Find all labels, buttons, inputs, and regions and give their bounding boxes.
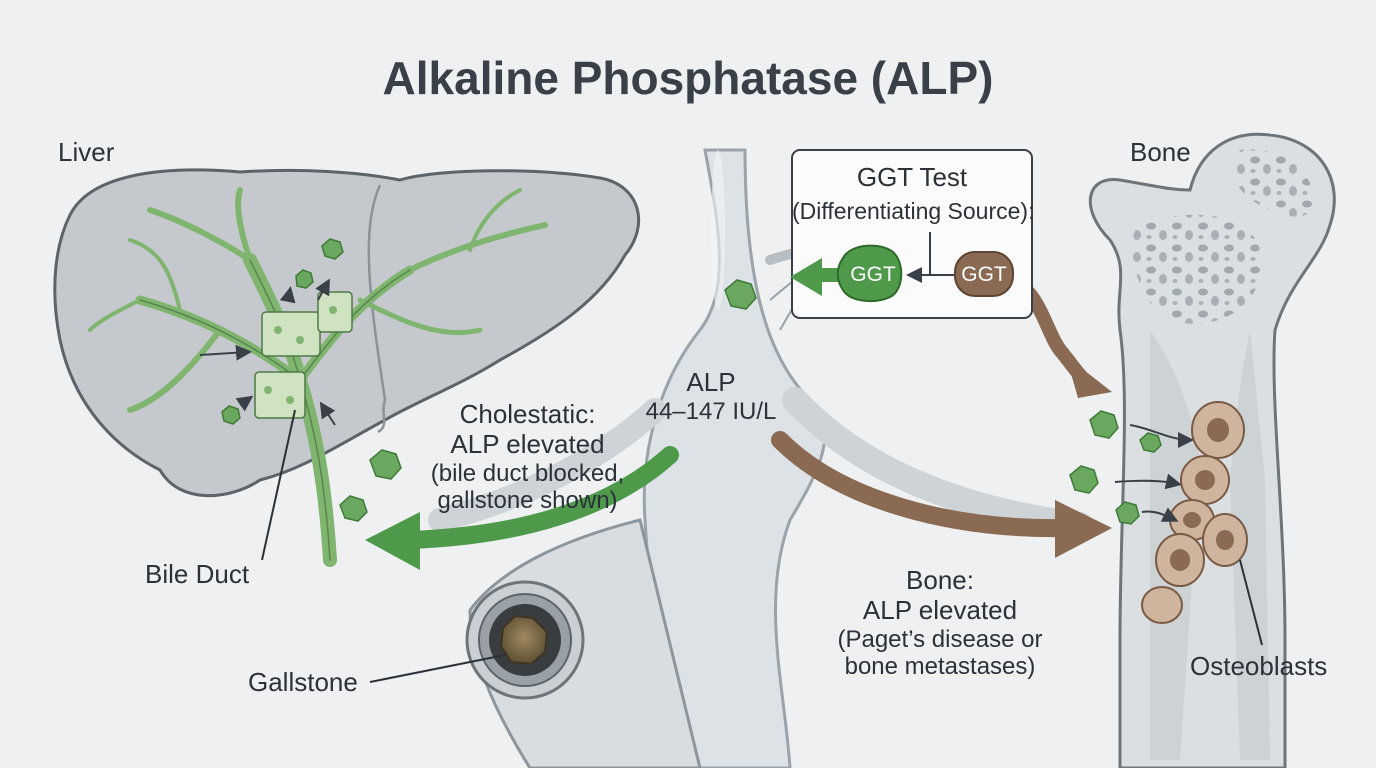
cholestatic-callout: Cholestatic: ALP elevated (bile duct blo… xyxy=(405,399,650,515)
bone-illustration xyxy=(1088,132,1336,768)
cholestatic-line3: gallstone shown) xyxy=(437,487,618,515)
cholestatic-line2: (bile duct blocked, xyxy=(430,459,625,487)
bone-arrow xyxy=(771,431,1074,538)
bile-duct-leader xyxy=(261,409,296,561)
liver-label: Liver xyxy=(58,137,115,167)
bile-duct-label: Bile Duct xyxy=(145,559,250,589)
ggt-liver-molecule xyxy=(836,244,903,303)
gallstone-leader xyxy=(369,654,506,683)
bone-callout-line1: ALP elevated xyxy=(862,594,1018,625)
ggt-test-subtitle: (Differentiating Source): xyxy=(792,198,1035,224)
bone-callout-heading: Bone: xyxy=(906,565,974,595)
alp-reference: ALP 44–147 IU/L xyxy=(636,367,786,425)
bone-alp-molecules xyxy=(1069,410,1162,525)
ggt-bone-molecule xyxy=(954,251,1014,297)
alp-name: ALP xyxy=(686,367,736,397)
cholestatic-arrow xyxy=(401,446,679,549)
cholestatic-arrow-head xyxy=(365,512,420,570)
ggt-test-title: GGT Test xyxy=(856,162,968,192)
bone-callout-line2: (Paget’s disease or xyxy=(837,625,1043,653)
osteoblasts-leader xyxy=(1239,559,1263,646)
bone-callout-line3: bone metastases) xyxy=(844,653,1036,681)
ggt-bone-marker: GGT xyxy=(961,263,1007,286)
cholestatic-heading: Cholestatic: xyxy=(459,399,596,429)
liver-alp-molecules xyxy=(339,279,757,522)
alp-range: 44–147 IU/L xyxy=(645,397,777,425)
ggt-liver-marker: GGT xyxy=(850,263,896,286)
liver-illustration xyxy=(53,168,641,567)
bone-label: Bone xyxy=(1130,137,1191,167)
gallstone-label: Gallstone xyxy=(248,667,358,697)
cholestatic-line1: ALP elevated xyxy=(450,428,605,459)
bone-arrow-head xyxy=(1055,500,1112,558)
gallstone-duct xyxy=(369,518,702,768)
ggt-test-box xyxy=(790,149,1033,319)
gallstone xyxy=(499,614,549,666)
bone-callout: Bone: ALP elevated (Paget’s disease or b… xyxy=(820,565,1060,681)
osteoblasts-label: Osteoblasts xyxy=(1190,651,1328,681)
diagram-title: Alkaline Phosphatase (ALP) xyxy=(382,52,994,104)
